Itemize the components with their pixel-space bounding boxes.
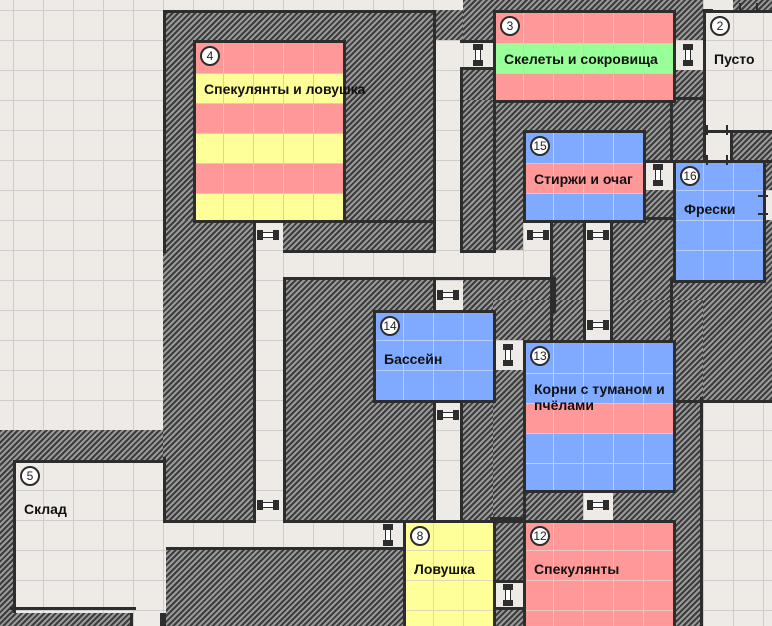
room-row [196, 163, 343, 193]
open-doorway-tick [706, 125, 708, 135]
room-label-line1: Корни с туманом и [534, 381, 665, 397]
room-row [496, 13, 673, 43]
room-row [526, 463, 673, 490]
room-label: Стиржи и очаг [534, 171, 633, 187]
door[interactable] [383, 524, 393, 546]
room-number-badge: 16 [680, 166, 700, 186]
room-row [526, 433, 673, 463]
door[interactable] [527, 230, 549, 240]
wall [433, 277, 556, 313]
room-number-badge: 12 [530, 526, 550, 546]
room-number-badge: 3 [500, 16, 520, 36]
wall [460, 67, 496, 253]
room-16[interactable]: 16 Фрески [673, 160, 766, 283]
room-number-badge: 4 [200, 46, 220, 66]
wall [163, 10, 436, 253]
open-doorway-tick [758, 195, 768, 197]
open-doorway-tick [726, 125, 728, 135]
room-15[interactable]: 15 Стиржи и очаг [523, 130, 646, 223]
room-12[interactable]: 12 Спекулянты [523, 520, 676, 626]
room-row [196, 193, 343, 220]
room-row [196, 43, 343, 73]
door[interactable] [587, 320, 609, 330]
room-number-badge: 2 [710, 16, 730, 36]
room-8[interactable]: 8 Ловушка [403, 520, 496, 626]
wall [160, 457, 166, 523]
wall [460, 397, 526, 523]
corridor [163, 520, 403, 550]
corridor [433, 40, 463, 280]
wall [700, 397, 772, 626]
door[interactable] [473, 44, 483, 66]
wall [163, 220, 256, 523]
open-doorway-tick [703, 9, 713, 11]
room-label: Фрески [684, 201, 736, 217]
room-number-badge: 15 [530, 136, 550, 156]
wall [130, 607, 166, 626]
room-label: Склад [24, 501, 67, 517]
room-row [496, 43, 673, 73]
door[interactable] [587, 230, 609, 240]
room-row [196, 73, 343, 103]
door[interactable] [653, 164, 663, 186]
room-number-badge: 14 [380, 316, 400, 336]
room-row [526, 343, 673, 373]
wall [10, 607, 136, 613]
room-number-badge: 13 [530, 346, 550, 366]
corridor [253, 220, 283, 550]
wall [460, 0, 496, 43]
room-label: Пусто [714, 51, 755, 67]
open-doorway-tick [758, 213, 768, 215]
room-4[interactable]: 4 Спекулянты и ловушка [193, 40, 365, 223]
door[interactable] [437, 410, 459, 420]
room-13[interactable]: 13 Корни с туманом и пчёлами [523, 340, 676, 493]
room-number-badge: 8 [410, 526, 430, 546]
room-row [196, 133, 343, 163]
door[interactable] [437, 290, 459, 300]
corridor [703, 130, 733, 160]
rock-top-corner [733, 0, 772, 10]
room-row [526, 163, 643, 193]
wall [283, 220, 436, 253]
room-2[interactable]: 2 Пусто [703, 10, 772, 133]
door[interactable] [503, 344, 513, 366]
door[interactable] [257, 500, 279, 510]
room-row [526, 193, 643, 220]
door[interactable] [587, 500, 609, 510]
open-doorway-tick [756, 3, 758, 13]
open-area-right [703, 400, 772, 626]
corridor [283, 250, 553, 280]
room-label-line2: пчёлами [534, 397, 595, 413]
room-label: Бассейн [384, 351, 443, 367]
room-3[interactable]: 3 Скелеты и сокровища [493, 10, 676, 103]
wall [610, 217, 676, 343]
open-doorway-tick [706, 155, 708, 165]
open-doorway-tick [739, 3, 741, 13]
wall [640, 97, 676, 163]
wall [550, 217, 586, 343]
corridor [433, 400, 463, 520]
wall [160, 547, 406, 626]
room-row [196, 103, 343, 133]
open-doorway-tick [726, 155, 728, 165]
door[interactable] [503, 584, 513, 606]
room-label: Скелеты и сокровища [504, 51, 658, 67]
room-number-badge: 5 [20, 466, 40, 486]
room-row [526, 403, 673, 433]
wall [670, 277, 772, 403]
room-14[interactable]: 14 Бассейн [373, 310, 496, 403]
room-5[interactable]: 5 Склад [13, 460, 166, 613]
room-label: Спекулянты [534, 561, 620, 577]
door[interactable] [683, 44, 693, 66]
door[interactable] [257, 230, 279, 240]
room-row [496, 73, 673, 100]
room-row [526, 373, 673, 403]
room-label: Спекулянты и ловушка [204, 81, 366, 97]
room-label: Ловушка [414, 561, 475, 577]
corridor [523, 220, 553, 280]
corridor [763, 190, 772, 220]
